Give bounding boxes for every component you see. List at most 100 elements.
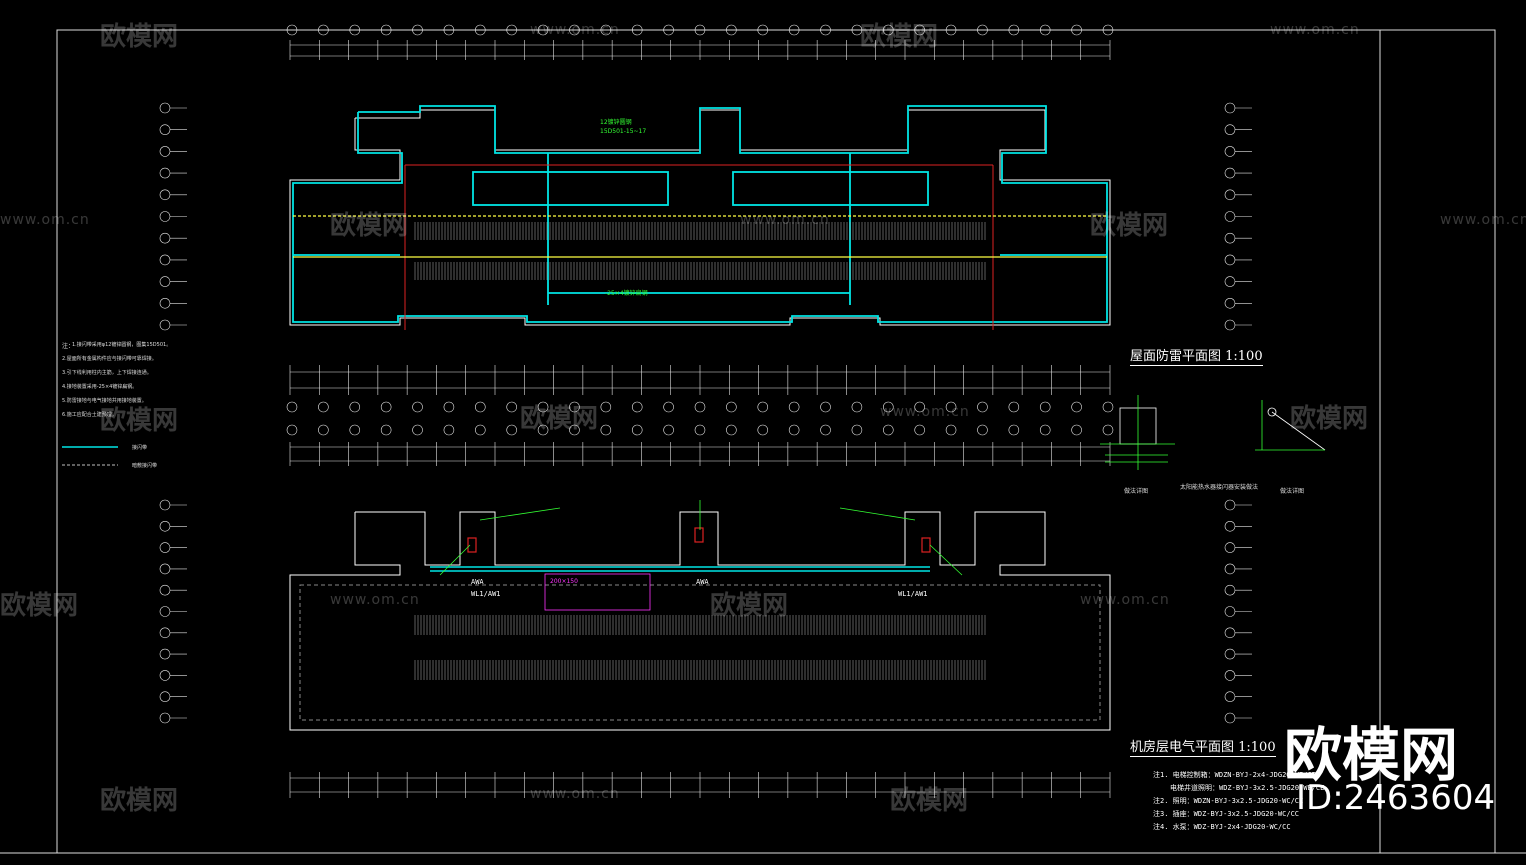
machine-room-electrical-plan bbox=[159, 424, 1252, 798]
machine-red-markers bbox=[467, 527, 931, 553]
axis-bubble bbox=[757, 424, 769, 436]
axis-bubble bbox=[159, 606, 171, 617]
notes-line-1: 1.接闪带采用φ12镀锌圆钢，图集15D501。 bbox=[72, 342, 172, 348]
axis-bubble bbox=[159, 146, 171, 157]
axis-bubble bbox=[475, 401, 486, 413]
legend-label-conductor: 接闪带 bbox=[132, 445, 148, 451]
machine-building-outline bbox=[289, 511, 1111, 731]
detail-1-caption: 做法详图 bbox=[1124, 488, 1149, 495]
axis-bubble bbox=[1224, 232, 1236, 244]
axis-bubble bbox=[600, 424, 612, 436]
axis-bubble bbox=[1224, 297, 1236, 309]
axis-bubble bbox=[159, 499, 171, 511]
axis-bubble bbox=[1224, 584, 1236, 596]
axis-bubble bbox=[977, 424, 988, 436]
roof-lightning-plan bbox=[159, 24, 1252, 413]
roof-callout-3: -25×4镀锌扁钢 bbox=[605, 290, 648, 297]
machine-axis-bubbles-top bbox=[286, 424, 1114, 436]
axis-bubble bbox=[159, 254, 171, 266]
axis-bubble bbox=[569, 424, 580, 436]
axis-bubble bbox=[883, 401, 894, 413]
axis-bubble bbox=[1224, 520, 1236, 532]
axis-bubble bbox=[349, 24, 361, 36]
axis-bubble bbox=[757, 401, 769, 413]
axis-bubble bbox=[443, 401, 455, 413]
axis-bubble bbox=[1224, 670, 1236, 681]
axis-bubble bbox=[1039, 24, 1051, 36]
axis-bubble bbox=[412, 401, 423, 413]
roof-axis-bubbles-bottom bbox=[286, 401, 1114, 413]
axis-bubble bbox=[820, 401, 831, 413]
axis-bubble bbox=[1102, 401, 1114, 413]
sheet-frame bbox=[0, 29, 1526, 854]
green-leader-lines bbox=[439, 500, 963, 576]
axis-bubble bbox=[1102, 24, 1114, 36]
axis-bubble bbox=[159, 627, 171, 639]
axis-bubble bbox=[506, 401, 517, 413]
axis-bubble bbox=[1224, 276, 1236, 287]
axis-bubble bbox=[159, 520, 171, 532]
axis-bubble bbox=[788, 24, 800, 36]
axis-bubble bbox=[537, 24, 549, 36]
axis-bubble bbox=[1008, 401, 1020, 413]
axis-bubble bbox=[663, 401, 674, 413]
axis-bubble bbox=[757, 24, 769, 36]
axis-bubble bbox=[159, 563, 171, 575]
axis-bubble bbox=[1224, 102, 1236, 114]
detail-drawings bbox=[1100, 395, 1326, 470]
roof-interior-hatching bbox=[414, 222, 986, 280]
axis-bubble bbox=[1008, 24, 1020, 36]
axis-bubble bbox=[380, 401, 392, 413]
axis-bubble bbox=[318, 424, 329, 436]
machine-panel-3: WL1/AW1 bbox=[471, 590, 501, 598]
axis-bubble bbox=[159, 189, 171, 201]
axis-bubble bbox=[506, 424, 517, 436]
axis-bubble bbox=[412, 24, 423, 36]
axis-bubble bbox=[537, 401, 549, 413]
detail-2-drawing bbox=[1255, 400, 1326, 451]
wiring-note-3: 注2. 照明：WDZN-BYJ-3x2.5-JDG20-WC/CC bbox=[1153, 797, 1304, 805]
roof-axis-bubbles-right bbox=[1224, 102, 1252, 331]
axis-bubble bbox=[349, 424, 361, 436]
notes-line-6: 6.施工应配合土建预埋。 bbox=[62, 412, 117, 418]
axis-bubble bbox=[1224, 189, 1236, 201]
roof-top-ticks bbox=[289, 40, 1111, 60]
axis-bubble bbox=[1224, 319, 1236, 331]
legend-label-concealed: 暗敷接闪带 bbox=[132, 463, 158, 469]
axis-bubble bbox=[914, 401, 925, 413]
axis-bubble bbox=[883, 424, 894, 436]
notes-line-2: 2.屋面所有金属构件应与接闪带可靠焊接。 bbox=[62, 356, 157, 362]
axis-bubble bbox=[851, 24, 863, 36]
magenta-note-block bbox=[544, 573, 651, 611]
notes-header: 注： bbox=[62, 343, 75, 350]
roof-callout-2: 15D501-15~17 bbox=[600, 128, 647, 135]
axis-bubble bbox=[945, 424, 957, 436]
axis-bubble bbox=[945, 401, 957, 413]
axis-bubble bbox=[1224, 167, 1236, 179]
axis-bubble bbox=[631, 401, 643, 413]
axis-bubble bbox=[1071, 424, 1082, 436]
axis-bubble bbox=[159, 167, 171, 179]
axis-bubble bbox=[380, 24, 392, 36]
axis-bubble bbox=[788, 401, 800, 413]
axis-bubble bbox=[663, 424, 674, 436]
brand-id-text: ID:2463604 bbox=[1296, 778, 1496, 818]
axis-bubble bbox=[694, 24, 706, 36]
roof-callout-1: 12镀锌圆钢 bbox=[600, 119, 632, 126]
axis-bubble bbox=[1224, 146, 1236, 157]
axis-bubble bbox=[600, 401, 612, 413]
axis-bubble bbox=[1224, 499, 1236, 511]
axis-bubble bbox=[600, 24, 612, 36]
axis-bubble bbox=[1008, 424, 1020, 436]
axis-bubble bbox=[159, 712, 171, 724]
machine-panel-4: WL1/AW1 bbox=[898, 590, 928, 598]
axis-bubble bbox=[1224, 712, 1236, 724]
axis-bubble bbox=[569, 24, 580, 36]
axis-bubble bbox=[159, 542, 171, 553]
axis-bubble bbox=[318, 401, 329, 413]
notes-line-5: 5.防雷接地与电气接地共用接地装置。 bbox=[62, 398, 147, 404]
axis-bubble bbox=[694, 401, 706, 413]
machine-magenta-callout: 200×150 bbox=[550, 578, 578, 585]
machine-panel-1: AWA bbox=[471, 578, 484, 586]
axis-bubble bbox=[1039, 424, 1051, 436]
